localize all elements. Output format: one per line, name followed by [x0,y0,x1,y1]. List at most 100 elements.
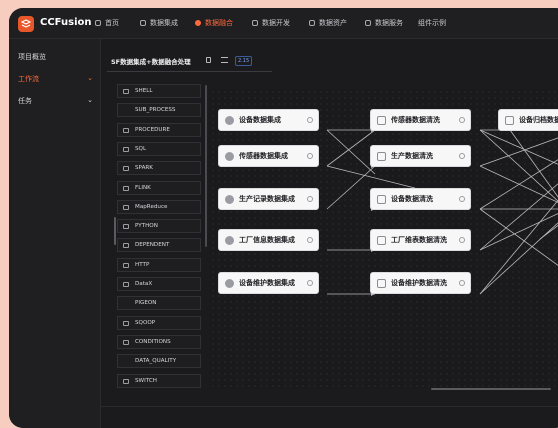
tab-divider [107,71,272,72]
task-item-datax[interactable]: DataX [117,277,201,291]
nav-item-label: 组件示例 [418,19,446,27]
dag-node[interactable]: 生产记录数据集成 [218,188,319,210]
node-settings-icon[interactable] [459,117,465,123]
palette-resize-handle[interactable] [114,217,116,245]
task-item-procedure[interactable]: PROCEDURE [117,122,201,137]
palette-scrollbar[interactable] [205,85,207,247]
sidebar-item-label: 项目概览 [18,53,46,61]
task-item-python[interactable]: PYTHON [117,219,201,234]
main-area: SF数据集成+数据融合处理 2.15 SHELL SUB_PROCESS PROCE… [101,39,558,428]
logo-icon [18,16,34,32]
task-label: DataX [135,281,153,287]
node-settings-icon[interactable] [459,237,465,243]
sidebar-item-workflow[interactable]: 工作流 ⌄ [18,74,93,84]
task-item-flink[interactable]: FLINK [117,180,201,195]
dag-node[interactable]: 传感器数据集成 [218,145,319,167]
task-item-pigeon[interactable]: PIGEON [117,296,201,311]
dag-node-label: 生产数据清洗 [391,152,433,160]
nav-item-2[interactable]: 数据融合 [195,18,233,28]
chevron-down-icon: ⌄ [87,96,93,104]
task-label: DATA_QUALITY [135,358,177,365]
merge-icon [195,20,201,26]
task-label: SPARK [135,165,153,172]
switch-icon [123,378,129,384]
workflow-title: SF数据集成+数据融合处理 [111,58,191,66]
sql-node-icon [225,195,234,204]
nav-item-6[interactable]: 组件示例 [418,18,446,28]
nav-item-label: 数据集成 [150,19,178,27]
node-settings-icon[interactable] [307,280,313,286]
nav-item-4[interactable]: 数据资产 [309,18,347,28]
task-item-sub-process[interactable]: SUB_PROCESS [117,103,201,118]
task-item-switch[interactable]: SWITCH [117,373,201,388]
datax-icon [123,282,129,287]
copy-icon[interactable] [206,57,211,63]
task-item-shell[interactable]: SHELL [117,84,201,98]
nav-item-label: 数据融合 [205,19,233,27]
task-item-conditions[interactable]: CONDITIONS [117,334,201,349]
database-icon [377,236,386,245]
task-label: SHELL [135,88,153,94]
task-label: HTTP [135,261,150,268]
version-badge: 2.15 [235,56,253,66]
mapreduce-icon [123,204,129,210]
task-item-dependent[interactable]: DEPENDENT [117,238,201,253]
task-item-sqoop[interactable]: SQOOP [117,315,201,330]
dag-node-label: 工厂维表数据清洗 [391,236,447,244]
http-icon [123,262,129,268]
task-item-spark[interactable]: SPARK [117,161,201,176]
node-settings-icon[interactable] [307,237,313,243]
dag-node[interactable]: 设备维护数据清洗 [370,272,471,294]
node-settings-icon[interactable] [459,153,465,159]
sidebar: 项目概览 工作流 ⌄ 任务 ⌄ [9,39,101,428]
nav-item-label: 数据资产 [319,19,347,27]
dag-node[interactable]: 设备归档数据 [498,109,558,131]
dag-node-label: 工厂信息数据集成 [239,236,295,244]
nav-item-5[interactable]: 数据服务 [365,18,403,28]
nav-item-0[interactable]: 首页 [95,18,119,28]
canvas-horizontal-scrollbar[interactable] [431,388,551,390]
nav-item-label: 首页 [105,19,119,27]
nav-item-1[interactable]: 数据集成 [140,18,178,28]
top-navigation-bar: CCFusion 首页 数据集成 数据融合 数据开发 数据资产 数据服务 组件示例 [9,8,558,39]
service-icon [365,20,371,26]
task-label: CONDITIONS [135,338,171,345]
task-item-data-quality[interactable]: DATA_QUALITY [117,354,201,369]
chevron-down-icon: ⌄ [87,74,93,82]
dag-node-label: 设备数据集成 [239,116,281,124]
node-settings-icon[interactable] [307,153,313,159]
database-icon [377,116,386,125]
dag-node[interactable]: 设备数据集成 [218,109,319,131]
dag-node[interactable]: 工厂维表数据清洗 [370,229,471,251]
dag-node[interactable]: 设备数据清洗 [370,188,471,210]
task-label: DEPENDENT [135,242,170,249]
sidebar-item-tasks[interactable]: 任务 ⌄ [18,96,93,106]
task-label: SQL [135,145,147,152]
dag-node[interactable]: 工厂信息数据集成 [218,229,319,251]
node-settings-icon[interactable] [459,196,465,202]
layout-icon[interactable] [221,57,228,63]
task-label: SQOOP [135,319,156,326]
brand-name: CCFusion [40,17,92,28]
dag-node[interactable]: 传感器数据清洗 [370,109,471,131]
database-icon [377,279,386,288]
database-icon [505,116,514,125]
node-settings-icon[interactable] [307,196,313,202]
conditions-icon [123,339,129,345]
dag-node[interactable]: 生产数据清洗 [370,145,471,167]
node-settings-icon[interactable] [459,280,465,286]
task-item-mapreduce[interactable]: MapReduce [117,199,201,214]
sidebar-item-overview[interactable]: 项目概览 [18,52,93,62]
spark-icon [123,166,129,172]
dag-node[interactable]: 设备维护数据集成 [218,272,319,294]
task-label: PYTHON [135,223,158,230]
workflow-canvas[interactable]: 设备数据集成传感器数据集成生产记录数据集成工厂信息数据集成设备维护数据集成 传感器… [210,89,558,389]
task-label: FLINK [135,184,151,191]
database-icon [377,152,386,161]
app-window: CCFusion 首页 数据集成 数据融合 数据开发 数据资产 数据服务 组件示例 项目概览… [9,8,558,428]
node-settings-icon[interactable] [307,117,313,123]
task-item-sql[interactable]: SQL [117,141,201,156]
task-item-http[interactable]: HTTP [117,257,201,272]
nav-item-3[interactable]: 数据开发 [252,18,290,28]
nav-item-label: 数据开发 [262,19,290,27]
